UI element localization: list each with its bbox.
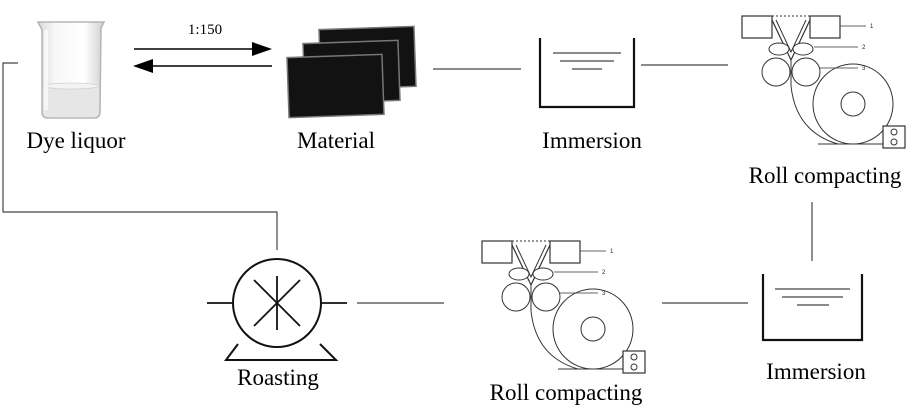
immersion-label-2: Immersion [766,359,866,384]
ratio-arrows [133,42,272,73]
roller-number-2: 2 [602,270,606,276]
roll-compacting-label-1: Roll compacting [749,163,902,188]
roll-compacting-machine-icon: 1 2 3 [481,240,646,374]
roll-compacting-label-2: Roll compacting [490,380,643,405]
immersion-tank-icon [761,274,864,342]
ratio-label: 1:150 [188,22,222,38]
roll-compacting-machine-icon: 1 2 3 [741,15,906,149]
roasting-oven-icon [207,258,347,361]
material-sheets-icon [286,25,417,119]
dye-liquor-label: Dye liquor [26,128,125,153]
roasting-label: Roasting [237,365,319,390]
roller-number-2: 2 [862,45,866,51]
immersion-label-1: Immersion [542,128,642,153]
beaker-icon [36,21,106,119]
immersion-tank-icon [538,38,636,109]
roller-number-3: 3 [862,66,866,72]
recycle-line [2,62,278,250]
roller-number-3: 3 [602,291,606,297]
roller-number-1: 1 [610,249,614,255]
material-label: Material [297,128,375,153]
roller-number-1: 1 [870,24,874,30]
